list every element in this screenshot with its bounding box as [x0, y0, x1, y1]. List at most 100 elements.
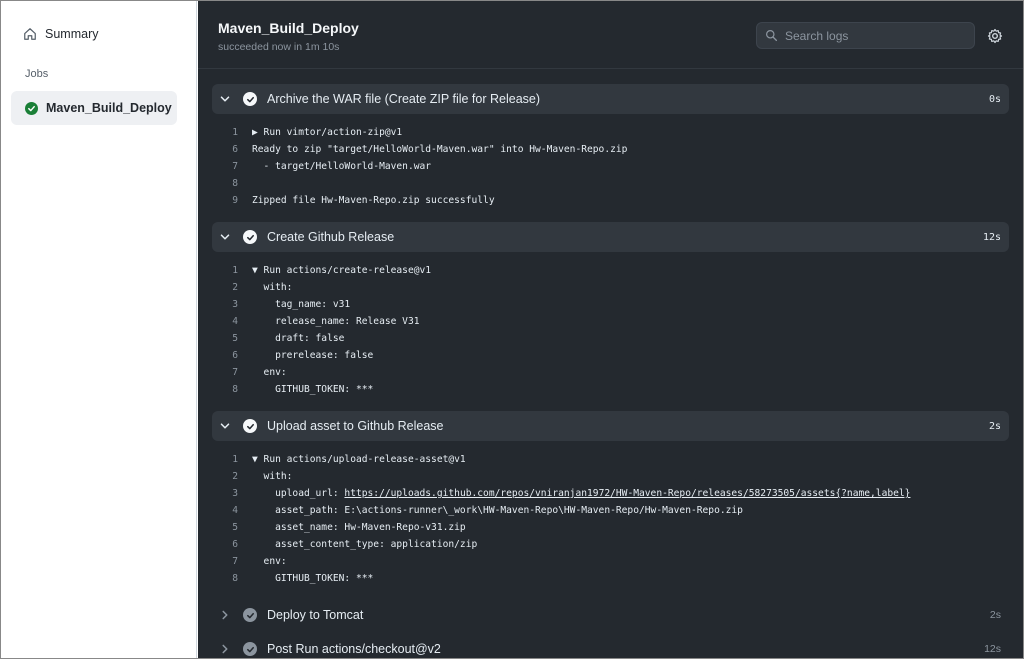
line-number[interactable]: 1: [232, 265, 238, 276]
home-icon: [24, 28, 36, 40]
line-number[interactable]: 8: [232, 573, 238, 584]
step-duration: 2s: [989, 609, 1001, 621]
log-line: 3 tag_name: v31: [212, 296, 1009, 313]
log-line: 1 ▼ Run actions/create-release@v1: [212, 262, 1009, 279]
log-text: asset_name: Hw-Maven-Repo-v31.zip: [252, 522, 466, 533]
jobs-section-label: Jobs: [25, 68, 49, 80]
log-text: env:: [252, 556, 287, 567]
job-status-text: succeeded now in 1m 10s: [218, 41, 340, 53]
gear-icon[interactable]: [987, 28, 1003, 44]
step-duration: 2s: [988, 420, 1001, 432]
log-line: 1 ▶ Run vimtor/action-zip@v1: [212, 124, 1009, 141]
line-number[interactable]: 6: [232, 144, 238, 155]
log-line: 8: [212, 175, 1009, 192]
search-icon: [766, 30, 778, 42]
log-text[interactable]: ▶ Run vimtor/action-zip@v1: [252, 127, 403, 138]
step-duration: 0s: [988, 93, 1001, 105]
log-text: draft: false: [252, 333, 345, 344]
chevron-right-icon: [222, 610, 228, 620]
upload-url-link[interactable]: https://uploads.github.com/repos/vniranj…: [344, 488, 911, 499]
line-number[interactable]: 7: [232, 161, 238, 172]
step-log: 1 ▼ Run actions/upload-release-asset@v1 2…: [212, 451, 1009, 587]
step-duration: 12s: [982, 231, 1001, 243]
log-line: 9 Zipped file Hw-Maven-Repo.zip successfu…: [212, 192, 1009, 209]
log-text: asset_path: E:\actions-runner\_work\HW-M…: [252, 505, 743, 516]
check-circle-icon: [243, 642, 257, 656]
line-number[interactable]: 2: [232, 282, 238, 293]
step-name: Archive the WAR file (Create ZIP file fo…: [267, 92, 541, 106]
chevron-down-icon: [220, 96, 230, 102]
line-number[interactable]: 2: [232, 471, 238, 482]
step-log: 1 ▼ Run actions/create-release@v1 2 with:…: [212, 262, 1009, 398]
log-line: 8 GITHUB_TOKEN: ***: [212, 381, 1009, 398]
line-number[interactable]: 4: [232, 316, 238, 327]
step-post-checkout[interactable]: Post Run actions/checkout@v2 12s: [212, 634, 1009, 658]
step-name: Post Run actions/checkout@v2: [267, 642, 441, 656]
log-header: Maven_Build_Deploy succeeded now in 1m 1…: [198, 1, 1023, 69]
line-number[interactable]: 6: [232, 350, 238, 361]
log-line: 7 env:: [212, 553, 1009, 570]
log-line: 8 GITHUB_TOKEN: ***: [212, 570, 1009, 587]
line-number[interactable]: 4: [232, 505, 238, 516]
line-number[interactable]: 5: [232, 522, 238, 533]
log-text[interactable]: ▼ Run actions/create-release@v1: [252, 265, 432, 276]
line-number[interactable]: 7: [232, 367, 238, 378]
line-number[interactable]: 5: [232, 333, 238, 344]
check-circle-icon: [243, 92, 257, 106]
line-number[interactable]: 7: [232, 556, 238, 567]
log-text: GITHUB_TOKEN: ***: [252, 384, 374, 395]
line-number[interactable]: 6: [232, 539, 238, 550]
line-number[interactable]: 3: [232, 299, 238, 310]
log-text: with:: [252, 282, 293, 293]
log-line: 5 asset_name: Hw-Maven-Repo-v31.zip: [212, 519, 1009, 536]
log-line: 2 with:: [212, 279, 1009, 296]
log-text: with:: [252, 471, 293, 482]
line-number[interactable]: 1: [232, 127, 238, 138]
line-number[interactable]: 3: [232, 488, 238, 499]
line-number[interactable]: 8: [232, 178, 238, 189]
step-log: 1 ▶ Run vimtor/action-zip@v1 6 Ready to zi…: [212, 124, 1009, 209]
search-placeholder: Search logs: [785, 28, 849, 43]
sidebar-item-label: Maven_Build_Deploy: [46, 101, 172, 115]
search-logs-input[interactable]: Search logs: [756, 22, 975, 49]
log-line: 7 - target/HelloWorld-Maven.war: [212, 158, 1009, 175]
log-text: upload_url:: [252, 488, 345, 499]
log-text: Ready to zip "target/HelloWorld-Maven.wa…: [252, 144, 628, 155]
step-name: Create Github Release: [267, 230, 395, 244]
step-deploy-tomcat[interactable]: Deploy to Tomcat 2s: [212, 600, 1009, 630]
check-circle-icon: [243, 608, 257, 622]
log-text: asset_content_type: application/zip: [252, 539, 478, 550]
log-text: env:: [252, 367, 287, 378]
chevron-right-icon: [222, 644, 228, 654]
log-line: 1 ▼ Run actions/upload-release-asset@v1: [212, 451, 1009, 468]
log-text: GITHUB_TOKEN: ***: [252, 573, 374, 584]
line-number[interactable]: 8: [232, 384, 238, 395]
sidebar-item-summary[interactable]: Summary: [11, 19, 177, 49]
log-line: 2 with:: [212, 468, 1009, 485]
step-name: Upload asset to Github Release: [267, 419, 444, 433]
step-upload-asset[interactable]: Upload asset to Github Release 2s: [212, 411, 1009, 441]
log-line: 7 env:: [212, 364, 1009, 381]
sidebar: Summary Jobs Maven_Build_Deploy: [1, 1, 197, 658]
log-line: 6 Ready to zip "target/HelloWorld-Maven.w…: [212, 141, 1009, 158]
log-text: release_name: Release V31: [252, 316, 420, 327]
chevron-down-icon: [220, 234, 230, 240]
chevron-down-icon: [220, 423, 230, 429]
sidebar-item-job[interactable]: Maven_Build_Deploy: [11, 91, 177, 125]
log-line: 4 asset_path: E:\actions-runner\_work\HW…: [212, 502, 1009, 519]
log-text: - target/HelloWorld-Maven.war: [252, 161, 432, 172]
line-number[interactable]: 9: [232, 195, 238, 206]
log-line: 4 release_name: Release V31: [212, 313, 1009, 330]
check-circle-icon: [243, 419, 257, 433]
log-line: 6 asset_content_type: application/zip: [212, 536, 1009, 553]
log-line: 5 draft: false: [212, 330, 1009, 347]
log-text[interactable]: ▼ Run actions/upload-release-asset@v1: [252, 454, 466, 465]
log-line: 3 upload_url: https://uploads.github.com…: [212, 485, 1009, 502]
step-create-release[interactable]: Create Github Release 12s: [212, 222, 1009, 252]
line-number[interactable]: 1: [232, 454, 238, 465]
log-text: Zipped file Hw-Maven-Repo.zip successful…: [252, 195, 495, 206]
check-circle-icon: [243, 230, 257, 244]
step-archive-war[interactable]: Archive the WAR file (Create ZIP file fo…: [212, 84, 1009, 114]
log-text: prerelease: false: [252, 350, 374, 361]
